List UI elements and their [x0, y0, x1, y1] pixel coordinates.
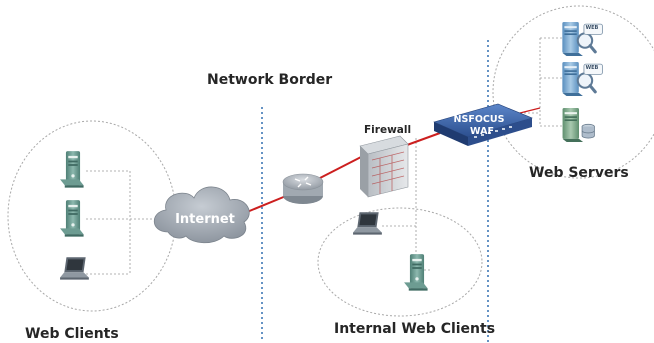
- internal-web-clients-label: Internal Web Clients: [334, 321, 495, 337]
- internal-clients-group-outline: [317, 207, 483, 317]
- desktop-tower-icon: [60, 200, 84, 237]
- firewall-label: Firewall: [364, 124, 411, 136]
- external-client-connectors: [86, 170, 160, 275]
- laptop-icon: [60, 257, 89, 280]
- router-icon: [282, 173, 324, 204]
- web-servers-group-outline: [492, 5, 654, 179]
- web-clients-label: Web Clients: [25, 326, 119, 342]
- waf-name-label: NSFOCUS: [454, 114, 505, 125]
- desktop-tower-icon: [60, 151, 84, 188]
- waf-type-label: WAF: [470, 126, 494, 137]
- cloud-icon: [153, 186, 250, 244]
- firewall-icon: [359, 135, 409, 198]
- web-clients-group-outline: [7, 120, 177, 312]
- server-connectors: [520, 37, 563, 127]
- internet-label: Internet: [175, 212, 235, 227]
- network-border-label: Network Border: [207, 72, 332, 88]
- main-link: [246, 132, 441, 213]
- web-tag-label: WEB: [586, 65, 599, 71]
- waf-appliance-icon: [433, 103, 533, 146]
- desktop-tower-icon: [404, 254, 428, 291]
- database-server-icon: [562, 107, 595, 143]
- laptop-icon: [353, 212, 382, 235]
- web-tag-label: WEB: [586, 25, 599, 31]
- web-servers-label: Web Servers: [529, 165, 629, 181]
